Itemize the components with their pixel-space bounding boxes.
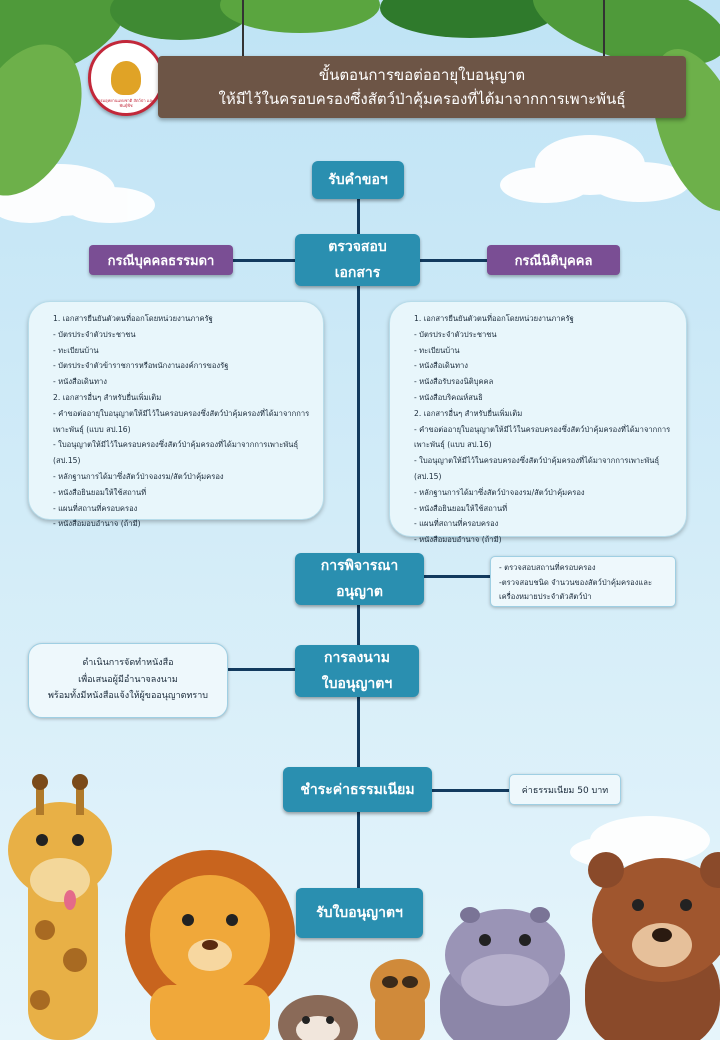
connector-fee-note <box>432 789 510 792</box>
page-title: ขั้นตอนการขอต่ออายุใบอนุญาต ให้มีไว้ในคร… <box>158 56 686 118</box>
document-item: (สป.15) <box>414 471 442 481</box>
document-item: - ใบอนุญาตให้มีไว้ในครอบครองซึ่งสัตว์ป่า… <box>53 440 299 450</box>
document-item: - หนังสือยินยอมให้ใช้สถานที่ <box>53 487 147 497</box>
document-item: เพาะพันธุ์ (แบบ สป.16) <box>53 424 131 434</box>
main-connector <box>357 198 360 905</box>
document-item: - หลักฐานการได้มาซึ่งสัตว์ป่าจองรม/สัตว์… <box>414 487 585 497</box>
document-item: 2. เอกสารอื่นๆ สำหรับยื่นเพิ่มเติม <box>414 408 523 418</box>
step-receive-request: รับคำขอฯ <box>312 161 404 199</box>
document-item: - หนังสือเดินทาง <box>53 377 107 387</box>
documents-juristic-panel: 1. เอกสารยืนยันตัวตนที่ออกโดยหน่วยงานภาค… <box>389 301 687 544</box>
connector-left-case <box>233 259 295 262</box>
connector-consider-note <box>424 575 490 578</box>
sign-note-line: พร้อมทั้งมีหนังสือแจ้งให้ผู้ขออนุญาตทราบ <box>47 691 209 701</box>
giraffe-illustration <box>8 774 112 1040</box>
document-item: - ทะเบียนบ้าน <box>414 345 460 355</box>
document-item: - บัตรประจำตัวประชาชน <box>53 329 136 339</box>
case-juristic-label: กรณีนิติบุคคล <box>487 245 620 275</box>
document-item: - หนังสือเดินทาง <box>414 361 468 371</box>
lion-illustration <box>125 850 295 1040</box>
bear-illustration <box>585 852 720 1040</box>
document-item: - หลักฐานการได้มาซึ่งสัตว์ป่าจองรม/สัตว์… <box>53 471 224 481</box>
document-item: - บัตรประจำตัวข้าราชการหรือพนักงานองค์กา… <box>53 361 229 371</box>
sign-note-line: ดำเนินการจัดทำหนังสือ <box>82 658 174 668</box>
consider-note-line: เครื่องหมายประจำตัวสัตว์ป่า <box>499 592 592 601</box>
title-line-2: ให้มีไว้ในครอบครองซึ่งสัตว์ป่าคุ้มครองที… <box>218 90 626 108</box>
documents-individual-panel: 1. เอกสารยืนยันตัวตนที่ออกโดยหน่วยงานภาค… <box>28 301 324 528</box>
document-item: (สป.15) <box>53 456 81 466</box>
consider-notes-box: - ตรวจสอบสถานที่ครอบครอง -ตรวจสอบชนิด จำน… <box>490 556 676 607</box>
document-item: - แผนที่สถานที่ครอบครอง <box>414 519 499 529</box>
step-pay-fee: ชำระค่าธรรมเนียม <box>283 767 432 812</box>
step-get-permit: รับใบอนุญาตฯ <box>296 888 423 938</box>
consider-note-line: - ตรวจสอบสถานที่ครอบครอง <box>499 563 596 572</box>
consider-note-line: -ตรวจสอบชนิด จำนวนของสัตว์ป่าคุ้มครองและ <box>499 577 653 587</box>
step-sign-permit: การลงนาม ใบอนุญาตฯ <box>295 645 419 697</box>
fee-note-box: ค่าธรรมเนียม 50 บาท <box>509 774 621 805</box>
step-check-documents: ตรวจสอบ เอกสาร <box>295 234 420 286</box>
meerkat-illustration <box>370 959 430 1040</box>
document-item: - แผนที่สถานที่ครอบครอง <box>53 503 138 513</box>
document-item: 1. เอกสารยืนยันตัวตนที่ออกโดยหน่วยงานภาค… <box>414 314 574 323</box>
connector-right-case <box>420 259 487 262</box>
sign-notes-box: ดำเนินการจัดทำหนังสือเพื่อเสนอผู้มีอำนาจ… <box>28 643 228 718</box>
step-consider-permit: การพิจารณา อนุญาต <box>295 553 424 605</box>
cloud-icon <box>0 135 710 867</box>
document-item: 2. เอกสารอื่นๆ สำหรับยื่นเพิ่มเติม <box>53 392 162 402</box>
document-item: - หนังสือมอบอำนาจ (ถ้ามี) <box>53 519 141 529</box>
document-item: - หนังสือมอบอำนาจ (ถ้ามี) <box>414 535 502 545</box>
step-consider-line-2: อนุญาต <box>336 584 383 600</box>
document-item: - ใบอนุญาตให้มีไว้ในครอบครองซึ่งสัตว์ป่า… <box>414 456 660 466</box>
step-sign-line-2: ใบอนุญาตฯ <box>321 676 393 692</box>
agency-logo: กรมอุทยานแห่งชาติ สัตว์ป่า และพันธุ์พืช <box>88 40 164 116</box>
title-line-1: ขั้นตอนการขอต่ออายุใบอนุญาต <box>318 66 526 84</box>
connector-sign-note <box>228 668 295 671</box>
document-item: เพาะพันธุ์ (แบบ สป.16) <box>414 440 492 450</box>
hippo-illustration <box>440 907 570 1040</box>
document-item: - หนังสือบริคณห์สนธิ <box>414 392 483 402</box>
step-check-line-2: เอกสาร <box>334 265 381 281</box>
document-item: - ทะเบียนบ้าน <box>53 345 99 355</box>
document-item: - หนังสือรับรองนิติบุคคล <box>414 377 494 387</box>
step-consider-line-1: การพิจารณา <box>320 558 399 574</box>
document-item: 1. เอกสารยืนยันตัวตนที่ออกโดยหน่วยงานภาค… <box>53 314 213 323</box>
step-sign-line-1: การลงนาม <box>324 650 390 666</box>
document-item: - หนังสือยินยอมให้ใช้สถานที่ <box>414 503 508 513</box>
case-individual-label: กรณีบุคคลธรรมดา <box>89 245 233 275</box>
step-check-line-1: ตรวจสอบ <box>328 239 387 255</box>
document-item: - คำขอต่ออายุใบอนุญาตให้มีไว้ในครอบครองซ… <box>53 408 310 418</box>
logo-emblem-icon <box>111 61 141 95</box>
document-item: - บัตรประจำตัวประชาชน <box>414 329 497 339</box>
document-item: - คำขอต่ออายุใบอนุญาตให้มีไว้ในครอบครองซ… <box>414 424 671 434</box>
sign-note-line: เพื่อเสนอผู้มีอำนาจลงนาม <box>78 674 178 685</box>
logo-text: กรมอุทยานแห่งชาติ สัตว์ป่า และพันธุ์พืช <box>97 98 155 108</box>
raccoon-illustration <box>278 995 358 1040</box>
